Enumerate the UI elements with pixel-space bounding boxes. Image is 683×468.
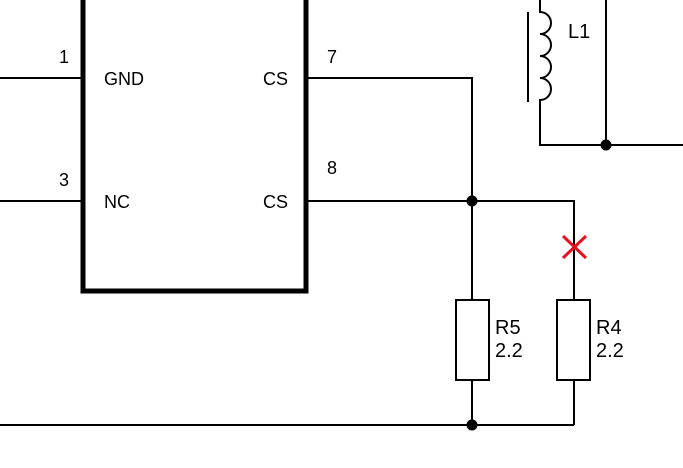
pin-7-number: 7 xyxy=(327,47,337,67)
pin-7-net xyxy=(306,77,473,425)
pin-8-number: 8 xyxy=(327,158,337,178)
pin-8-name: CS xyxy=(263,192,288,212)
r5-value: 2.2 xyxy=(495,340,523,362)
pin-8-net xyxy=(306,200,575,300)
inductor-l1-coil xyxy=(539,0,683,146)
pin-7-name: CS xyxy=(263,69,288,89)
r5-designator: R5 xyxy=(495,317,521,339)
inductor-designator: L1 xyxy=(568,21,590,43)
pin-3-number: 3 xyxy=(59,170,69,190)
x-mark-icon xyxy=(561,234,588,260)
resistor-r5 xyxy=(455,299,490,381)
pin-1-number: 1 xyxy=(59,47,69,67)
pin-1-name: GND xyxy=(104,69,144,89)
pin-3-name: NC xyxy=(104,192,130,212)
junction-dot-inductor xyxy=(600,139,612,151)
ic-body xyxy=(80,0,309,294)
resistor-r4 xyxy=(556,299,591,381)
junction-dot-cs xyxy=(466,195,478,207)
r4-designator: R4 xyxy=(596,317,622,339)
r4-value: 2.2 xyxy=(596,340,624,362)
junction-dot-ground xyxy=(466,419,478,431)
